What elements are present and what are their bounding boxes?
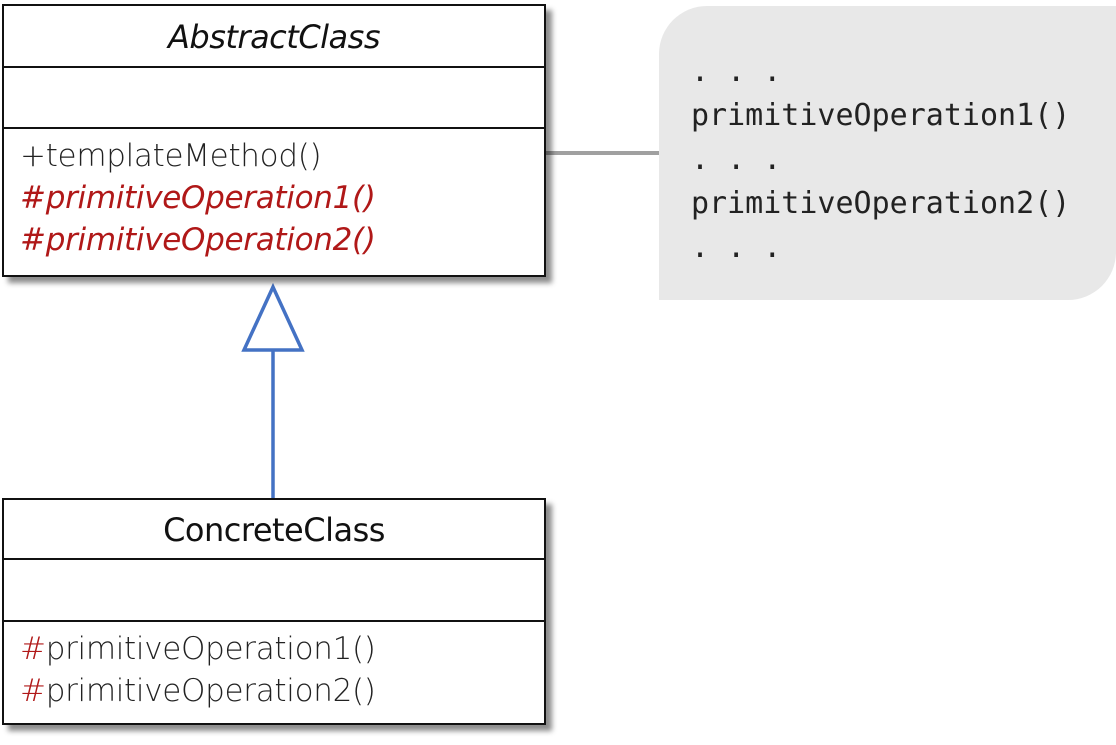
abstract-class-name: AbstractClass — [4, 6, 544, 68]
operation-primitive-1: #primitiveOperation1() — [20, 628, 544, 670]
template-method-note: . . . primitiveOperation1() . . . primit… — [659, 6, 1116, 300]
operation-name: templateMethod() — [45, 138, 322, 174]
abstract-class-box: AbstractClass +templateMethod() #primiti… — [2, 4, 546, 277]
note-line: . . . — [691, 142, 782, 177]
operation-primitive-2: #primitiveOperation2() — [20, 219, 544, 261]
note-line: primitiveOperation2() — [691, 186, 1071, 221]
operation-template-method: +templateMethod() — [20, 135, 544, 177]
operation-primitive-1: #primitiveOperation1() — [20, 177, 544, 219]
operation-name: primitiveOperation1() — [45, 180, 376, 216]
abstract-class-operations: +templateMethod() #primitiveOperation1()… — [4, 129, 544, 261]
operation-primitive-2: #primitiveOperation2() — [20, 670, 544, 712]
operation-visibility: # — [20, 631, 46, 667]
note-line: . . . — [691, 230, 782, 265]
concrete-class-attributes — [4, 560, 544, 622]
generalization-arrowhead — [241, 282, 305, 352]
concrete-class-operations: #primitiveOperation1() #primitiveOperati… — [4, 622, 544, 712]
operation-name: primitiveOperation2() — [45, 673, 376, 709]
abstract-class-attributes — [4, 68, 544, 129]
operation-name: primitiveOperation1() — [45, 631, 376, 667]
note-line: primitiveOperation1() — [691, 98, 1071, 133]
concrete-class-box: ConcreteClass #primitiveOperation1() #pr… — [2, 498, 546, 725]
operation-visibility: # — [20, 180, 46, 216]
operation-visibility: # — [20, 673, 46, 709]
operation-visibility: # — [20, 222, 46, 258]
note-line: . . . — [691, 54, 782, 89]
operation-name: primitiveOperation2() — [45, 222, 376, 258]
operation-visibility: + — [20, 138, 46, 174]
concrete-class-name: ConcreteClass — [4, 500, 544, 560]
